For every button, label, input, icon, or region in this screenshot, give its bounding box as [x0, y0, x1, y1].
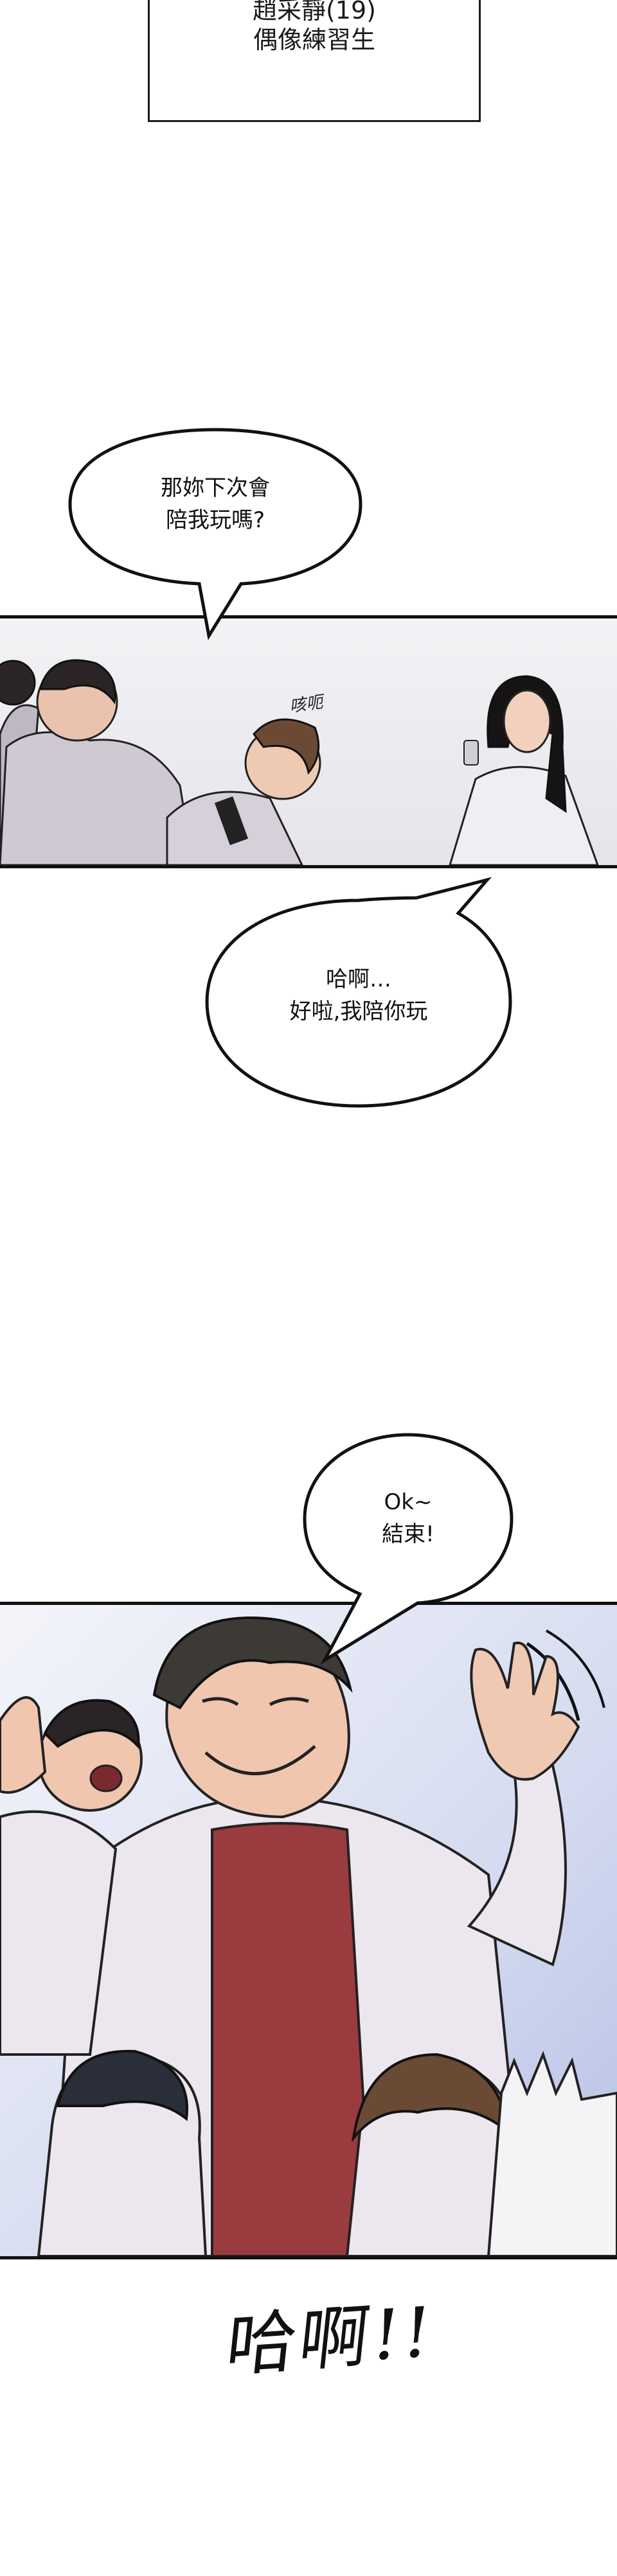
speech-bubble-1-shape [68, 428, 362, 640]
speech-bubble-1-line2: 陪我玩嗎? [165, 507, 265, 533]
panel-smiling-man [0, 1602, 617, 2259]
speech-bubble-3: Ok~ 結束! [302, 1432, 514, 1665]
speech-bubble-1: 那妳下次會 陪我玩嗎? [67, 427, 363, 640]
panel-smiling-man-illustration [0, 1605, 617, 2256]
caption-character-role: 偶像練習生 [253, 26, 375, 54]
speech-bubble-1-line1: 那妳下次會 [161, 475, 270, 501]
panel-crowd-scene [0, 615, 617, 868]
speech-bubble-3-shape [303, 1433, 514, 1665]
sfx-shout: 哈啊!! [222, 2292, 438, 2387]
caption-character-name: 趙采靜(19) [252, 0, 376, 24]
panel-crowd-illustration [0, 618, 617, 865]
speech-bubble-2-shape [205, 877, 512, 1108]
speech-bubble-2-line1: 哈啊… [326, 967, 391, 992]
speech-bubble-2-line2: 好啦,我陪你玩 [289, 999, 428, 1024]
speech-bubble-2: 哈啊… 好啦,我陪你玩 [204, 877, 513, 1111]
sfx-cough: 咳呃 [288, 692, 325, 717]
speech-bubble-3-line1: Ok~ [384, 1489, 433, 1515]
speech-bubble-3-line2: 結束! [382, 1521, 434, 1547]
character-caption-box: 趙采靜(19) 偶像練習生 [148, 0, 481, 122]
